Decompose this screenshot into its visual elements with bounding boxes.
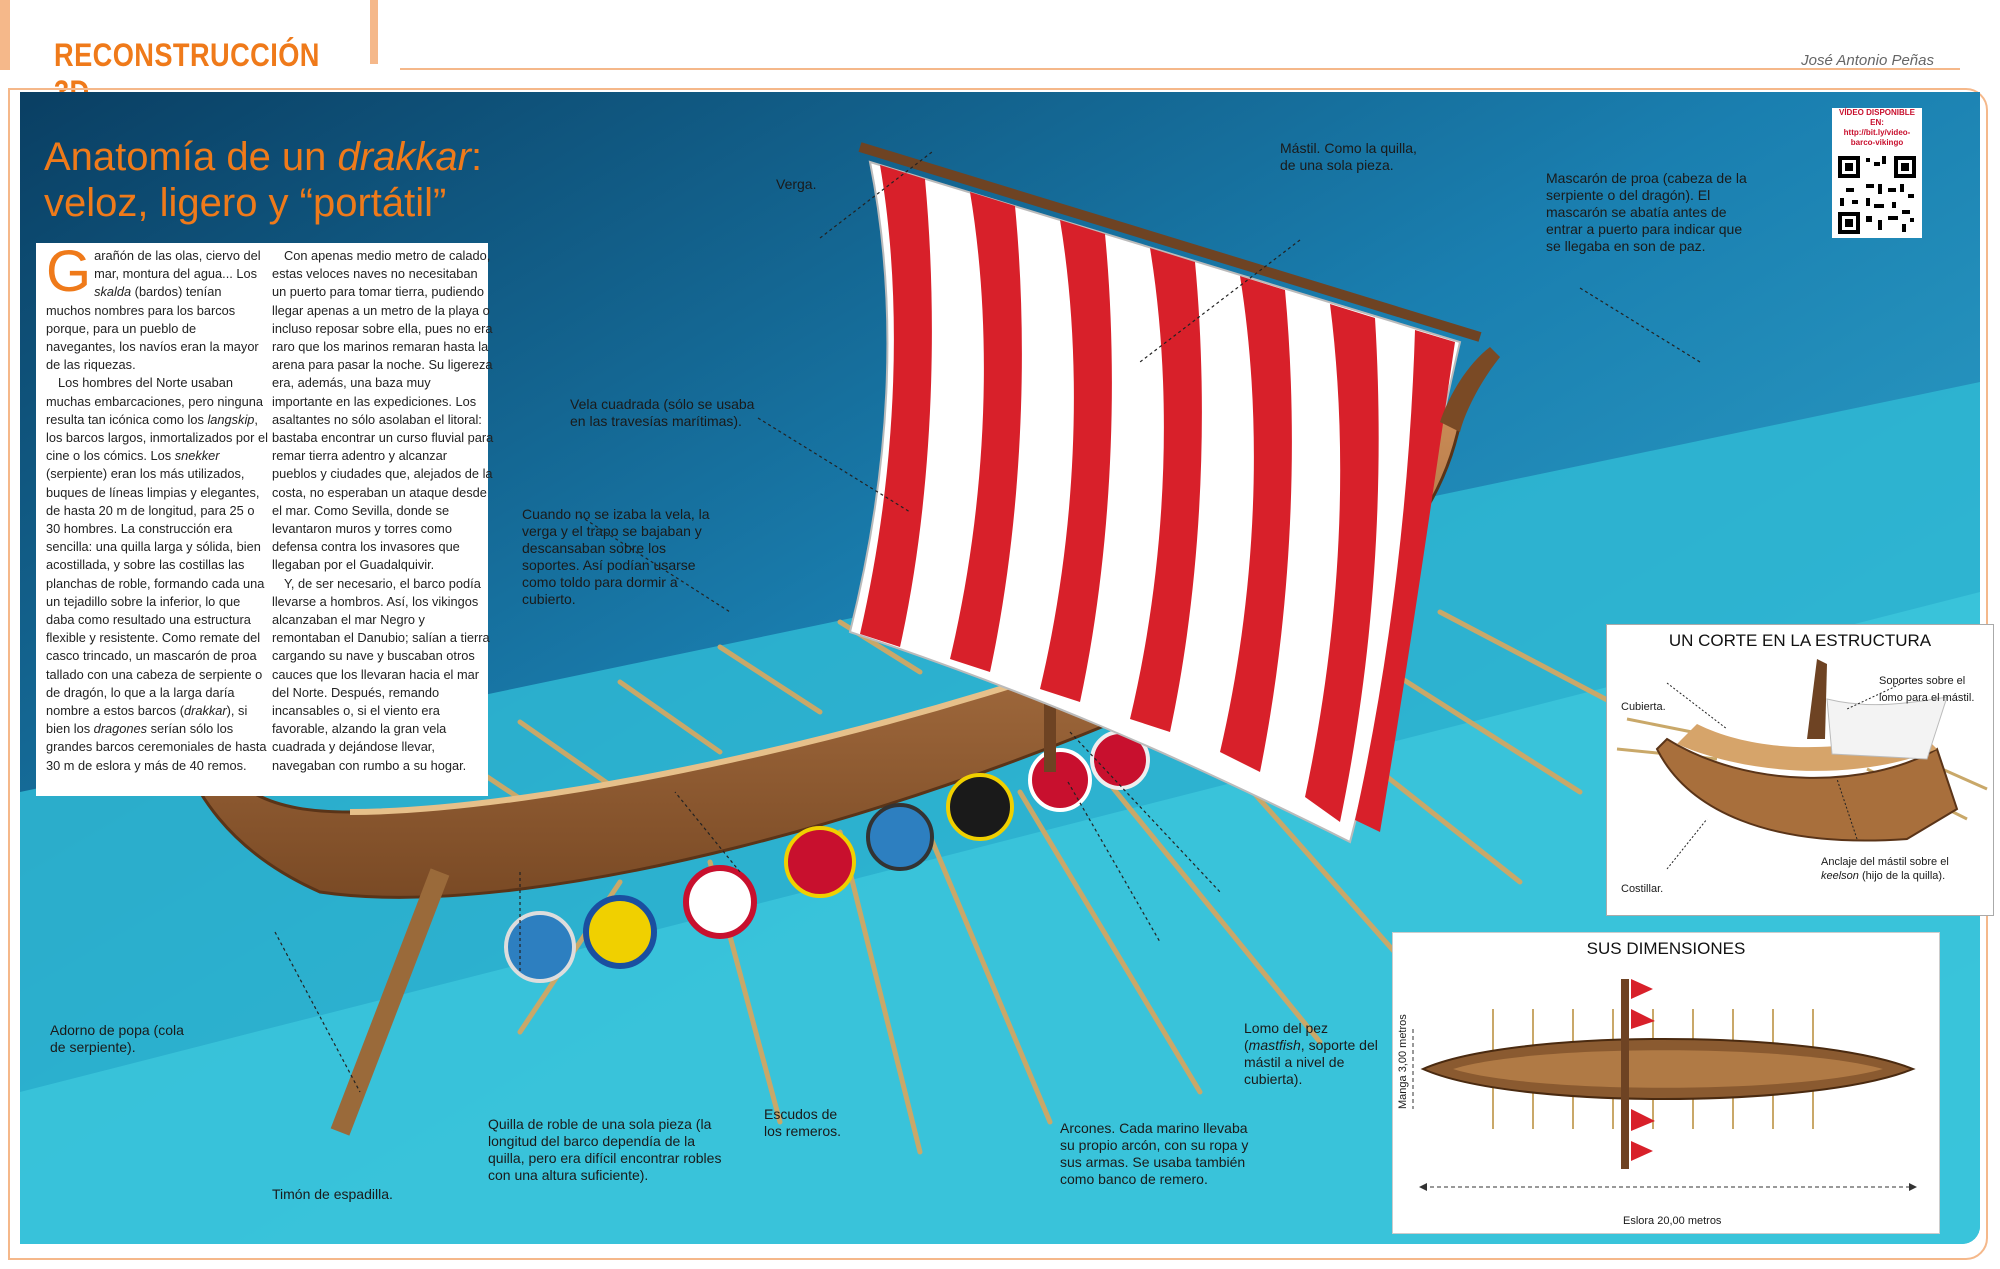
sail: [848, 160, 1462, 844]
title-part: Anatomía de un: [44, 135, 338, 179]
label-lomo: Lomo del pez (mastfish, soporte del mást…: [1244, 1020, 1378, 1087]
label-costillar: Costillar.: [1621, 883, 1664, 895]
qr-caption: VÍDEO DISPONIBLE EN: http://bit.ly/video…: [1838, 108, 1915, 147]
label-mastil: Mástil. Como la quilla, de una sola piez…: [1280, 140, 1417, 173]
rudder: [330, 868, 450, 1136]
paragraph: Y, de ser necesario, el barco podía llev…: [272, 575, 490, 773]
label-manga: Manga 3,00 metros: [1397, 1014, 1409, 1109]
inset-title: SUS DIMENSIONES: [1586, 939, 1746, 958]
label-anclaje: Anclaje del mástil sobre el keelson (hij…: [1821, 856, 1949, 882]
header-rule: [400, 68, 1960, 70]
article-text-panel: [36, 243, 488, 796]
label-vela: Vela cuadrada (sólo se usaba en las trav…: [570, 396, 755, 429]
label-cubierta: Cubierta.: [1621, 701, 1666, 713]
title-line2: veloz, ligero y “portátil”: [44, 181, 447, 225]
label-escudos: Escudos de los remeros.: [764, 1106, 842, 1139]
dimensions-illustration: [1412, 979, 1917, 1191]
figurehead: [1440, 347, 1500, 432]
title-emphasis: drakkar: [337, 135, 471, 179]
qr-code-icon: [1836, 154, 1918, 236]
drop-cap: G: [46, 239, 92, 304]
label-toldo: Cuando no se izaba la vela, la verga y e…: [522, 506, 710, 607]
label-eslora: Eslora 20,00 metros: [1623, 1215, 1722, 1227]
qr-code-box[interactable]: VÍDEO DISPONIBLE EN: http://bit.ly/video…: [1832, 108, 1922, 238]
paragraph: Los hombres del Norte usaban muchas emba…: [46, 375, 268, 773]
article-title: Anatomía de un drakkar: veloz, ligero y …: [44, 134, 514, 226]
label-adorno: Adorno de popa (cola de serpiente).: [50, 1022, 184, 1055]
title-part: :: [470, 135, 483, 179]
label-mascaron: Mascarón de proa (cabeza de la serpiente…: [1546, 170, 1747, 254]
section-illustration: [1616, 659, 1988, 870]
label-quilla: Quilla de roble de una sola pieza (la lo…: [488, 1116, 722, 1183]
section-tag: RECONSTRUCCIÓN 3D: [0, 0, 378, 110]
label-arcones: Arcones. Cada marino llevaba su propio a…: [1060, 1120, 1249, 1187]
author: José Antonio Peñas: [1801, 52, 1934, 69]
label-timon: Timón de espadilla.: [272, 1186, 393, 1202]
label-verga: Verga.: [776, 176, 817, 192]
inset-title: UN CORTE EN LA ESTRUCTURA: [1668, 631, 1932, 650]
paragraph: Con apenas medio metro de calado, estas …: [272, 248, 494, 573]
yard: [858, 142, 1482, 342]
label-soportes: Soportes sobre el lomo para el mástil.: [1879, 675, 1975, 704]
article-column-2: Con apenas medio metro de calado, estas …: [272, 247, 494, 775]
inset-structure-section: UN CORTE EN LA ESTRUCTURA Cubierta. Sopo…: [1606, 624, 1994, 916]
inset-dimensions: SUS DIMENSIONES Manga 3,00 metros Eslora…: [1392, 932, 1940, 1234]
